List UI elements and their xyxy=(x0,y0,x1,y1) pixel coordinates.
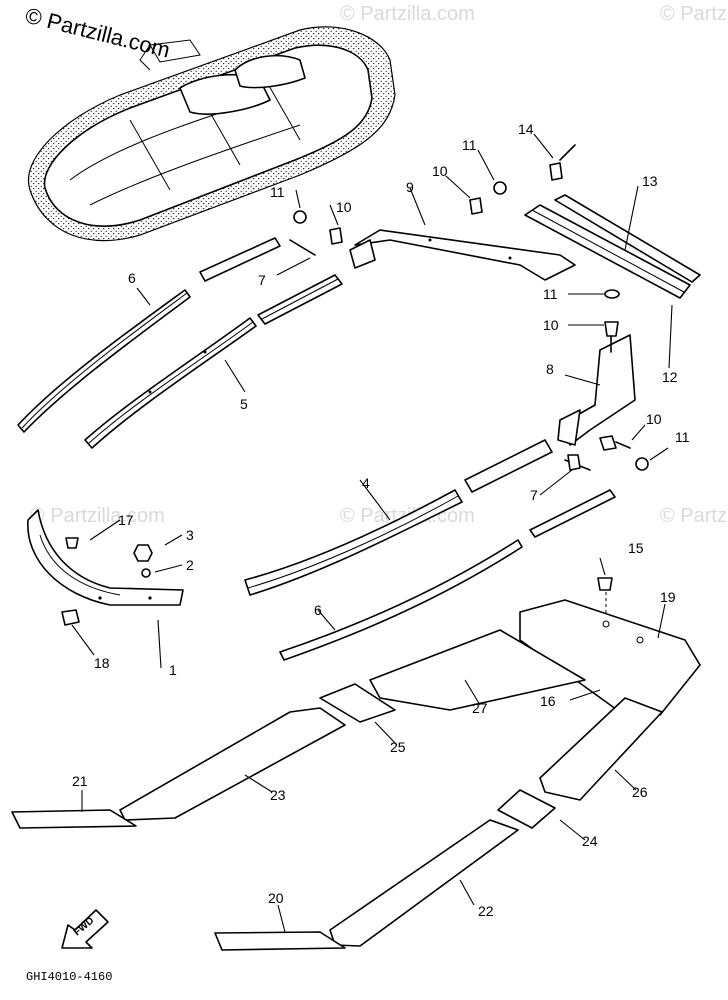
callout-16: 16 xyxy=(540,693,556,709)
callout-4: 4 xyxy=(362,475,370,491)
mat-24 xyxy=(497,789,556,829)
mat-23 xyxy=(119,707,346,821)
watermark-faint-5: © Partzilla.com xyxy=(660,505,728,527)
callout-11-d: 11 xyxy=(675,429,690,445)
callout-8: 8 xyxy=(546,361,554,377)
callout-6-upper: 6 xyxy=(128,270,136,286)
leader-lines xyxy=(71,133,673,933)
mats xyxy=(11,599,701,951)
callout-15: 15 xyxy=(628,540,644,556)
callout-12: 12 xyxy=(662,369,678,385)
callout-24: 24 xyxy=(582,833,598,849)
callout-27: 27 xyxy=(472,700,488,716)
part-4-mid-rail xyxy=(244,439,616,596)
callout-20: 20 xyxy=(268,890,284,906)
callout-labels: 1 2 3 4 5 6 6 7 7 8 9 10 10 10 10 11 11 … xyxy=(72,121,690,919)
part-1-bumper xyxy=(27,509,184,606)
callout-10-d: 10 xyxy=(646,411,662,427)
watercraft-illustration xyxy=(27,26,396,242)
mat-25 xyxy=(319,683,396,723)
callout-18: 18 xyxy=(94,655,110,671)
upper-small-rails xyxy=(199,237,343,325)
callout-14: 14 xyxy=(518,121,534,137)
callout-6-lower: 6 xyxy=(314,602,322,618)
part-13-rail xyxy=(524,194,701,299)
watermark-primary: © Partzilla.com xyxy=(23,3,173,63)
callout-19: 19 xyxy=(660,589,676,605)
part-9-bracket xyxy=(349,229,576,281)
callout-10-a: 10 xyxy=(336,199,352,215)
callout-7-lower: 7 xyxy=(530,487,538,503)
mat-26 xyxy=(539,697,663,801)
callout-11-c: 11 xyxy=(543,286,558,302)
callout-13: 13 xyxy=(642,173,658,189)
callout-11-b: 11 xyxy=(462,137,477,153)
callout-25: 25 xyxy=(390,739,406,755)
callout-3: 3 xyxy=(186,527,194,543)
callout-10-b: 10 xyxy=(432,163,448,179)
callout-7-upper: 7 xyxy=(258,272,266,288)
callout-26: 26 xyxy=(632,784,648,800)
watermark-faint-3: © Partzilla.com xyxy=(30,505,165,527)
callout-10-c: 10 xyxy=(543,317,559,333)
fasteners xyxy=(61,144,649,695)
mat-20 xyxy=(214,931,346,951)
callout-9: 9 xyxy=(406,179,414,195)
callout-1: 1 xyxy=(169,662,177,678)
callout-5: 5 xyxy=(240,396,248,412)
callout-23: 23 xyxy=(270,787,286,803)
part-5-long-rail xyxy=(84,317,257,449)
diagram-code: GHI4010-4160 xyxy=(26,970,112,984)
callout-22: 22 xyxy=(478,903,494,919)
part-6-upper-rail xyxy=(17,289,191,433)
watermark-faint-1: © Partzilla.com xyxy=(340,3,475,25)
fwd-arrow-icon: FWD xyxy=(61,909,109,949)
callout-11-a: 11 xyxy=(270,184,285,200)
callout-21: 21 xyxy=(72,773,88,789)
watermark-faint-2: © Partzilla.com xyxy=(660,3,728,25)
part-8-bracket xyxy=(557,334,636,446)
mat-21 xyxy=(11,809,137,829)
part-6-lower-rail xyxy=(279,539,523,661)
mat-27 xyxy=(369,629,586,711)
callout-17: 17 xyxy=(118,512,134,528)
callout-2: 2 xyxy=(186,557,194,573)
mat-22 xyxy=(329,819,519,947)
